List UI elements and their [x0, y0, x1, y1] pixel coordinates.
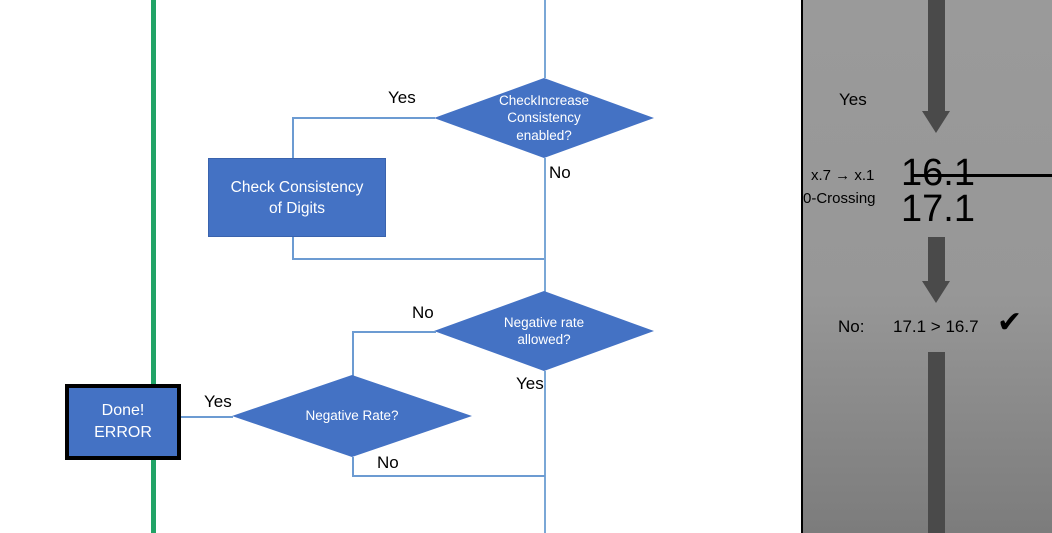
edge-label-nr-no: No: [377, 453, 399, 472]
connector-top-to-checkincrease: [544, 0, 546, 78]
node-line: ERROR: [94, 424, 152, 441]
node-line: Done!: [101, 402, 145, 419]
annotation-panel: Yes x.7 → x.1 0-Crossing 16.1 17.1 No: 1…: [801, 0, 1052, 533]
green-divider-line: [151, 0, 156, 533]
edge-label-nra-yes: Yes: [516, 374, 544, 393]
connector-nr-yes-horizontal: [173, 416, 233, 418]
panel-comparison-value: 17.1 > 16.7: [893, 317, 979, 336]
panel-check-icon: ✔: [997, 306, 1023, 339]
node-checkincrease-consistency[interactable]: CheckIncrease Consistency enabled?: [434, 78, 654, 158]
connector-yes-horizontal-bottom: [292, 258, 545, 260]
panel-crossing-label: 0-Crossing: [803, 190, 876, 207]
panel-value-final: 17.1: [901, 188, 975, 230]
node-check-consistency-of-digits[interactable]: Check Consistency of Digits: [208, 158, 386, 237]
panel-arrow-shaft-2: [928, 237, 945, 283]
panel-arrow-head-2: [922, 281, 950, 303]
connector-checkincrease-no: [544, 158, 546, 296]
edge-label-checkincrease-no: No: [549, 163, 571, 182]
connector-nr-no-horizontal: [352, 475, 545, 477]
panel-yes-label: Yes: [839, 90, 867, 109]
node-line: Check Consistency: [230, 178, 364, 196]
node-negative-rate[interactable]: Negative Rate?: [232, 375, 472, 457]
node-line: of Digits: [269, 199, 325, 217]
panel-comparison-prefix: No:: [838, 317, 865, 336]
connector-yes-horizontal-top: [292, 117, 435, 119]
flowchart-region: CheckIncrease Consistency enabled? Yes C…: [65, 0, 654, 533]
connector-nra-no-horizontal: [352, 331, 436, 333]
panel-arrow-head-1: [922, 111, 950, 133]
panel-value-struck: 16.1: [901, 153, 1052, 193]
panel-arrow-shaft-3: [928, 352, 945, 533]
node-negative-rate-allowed[interactable]: Negative rate allowed?: [434, 291, 654, 371]
connector-nra-no-vertical: [352, 331, 354, 416]
panel-rule-label: x.7 → x.1: [811, 167, 875, 184]
connector-nr-no-vertical: [352, 457, 354, 476]
connector-nra-yes-vertical: [544, 371, 546, 533]
edge-label-nr-yes: Yes: [204, 392, 232, 411]
node-done-error[interactable]: Done! ERROR: [65, 384, 181, 460]
edge-label-nra-no: No: [412, 303, 434, 322]
edge-label-checkincrease-yes: Yes: [388, 88, 416, 107]
panel-arrow-shaft-1: [928, 0, 945, 113]
